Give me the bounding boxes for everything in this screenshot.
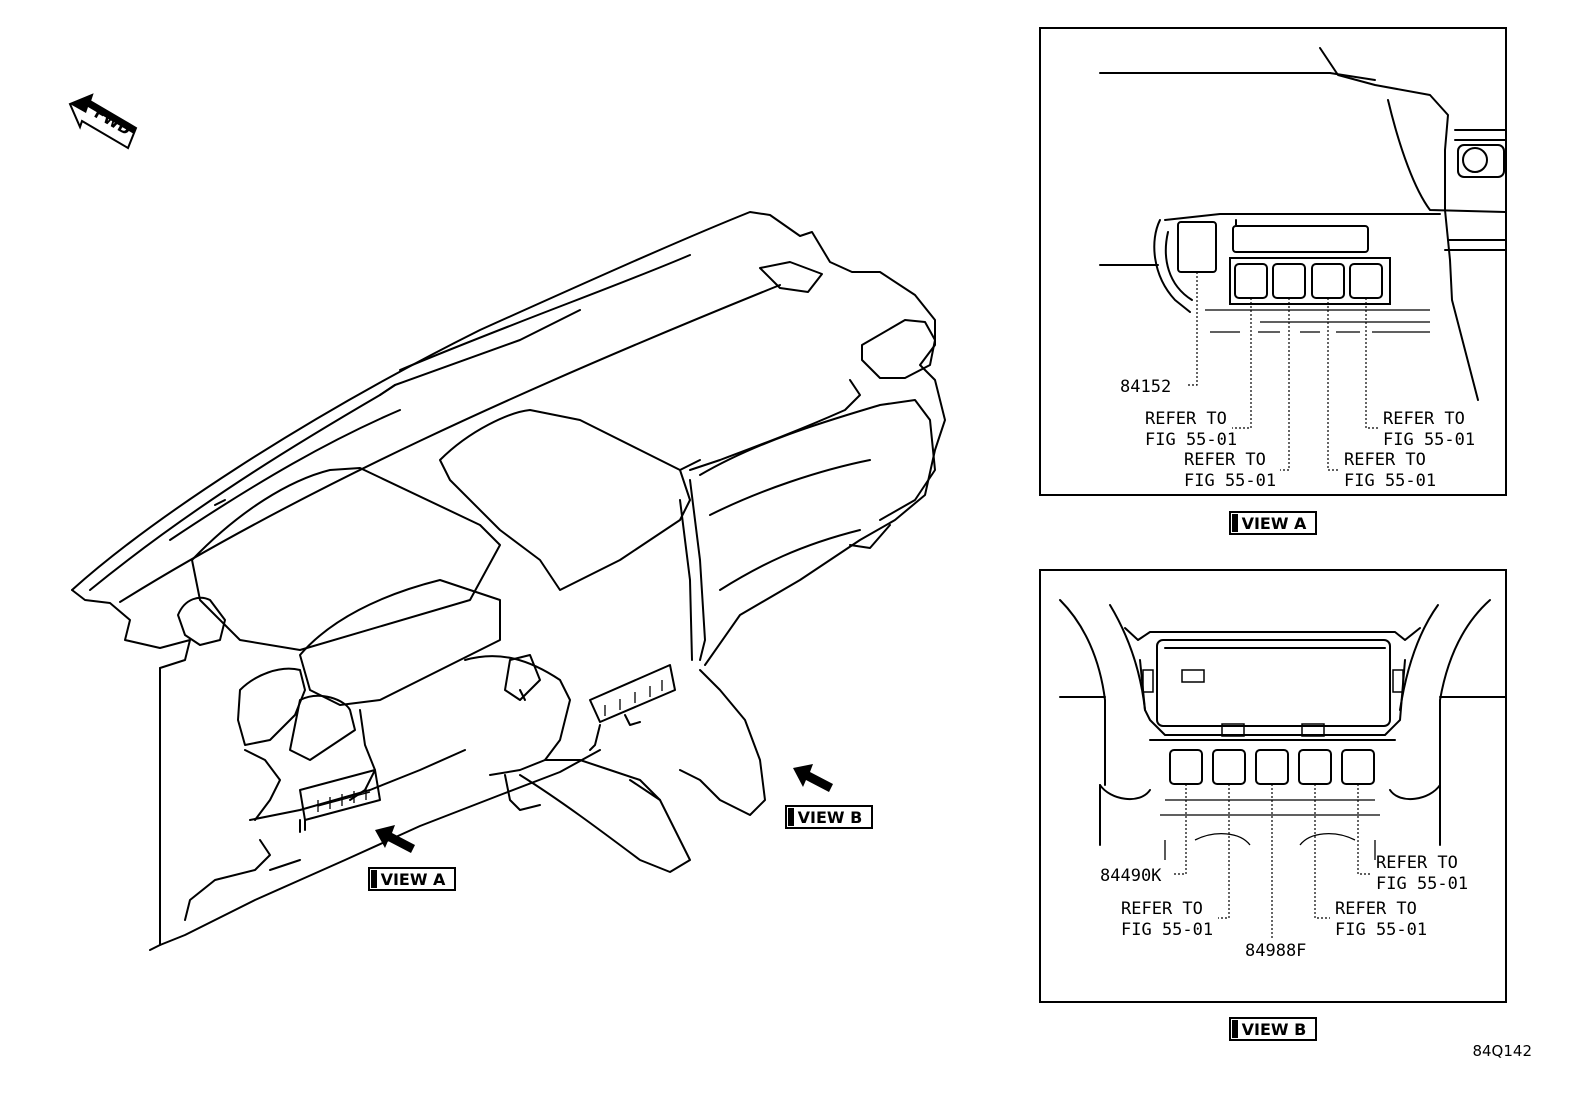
part-number-84152: 84152 xyxy=(1120,377,1171,397)
refer-left-line1: REFER TO xyxy=(1121,899,1203,919)
refer-mid-line2: FIG 55-01 xyxy=(1335,920,1427,940)
view-b-caption-tag: VIEW B xyxy=(1229,1017,1317,1041)
refer-1-line1: REFER TO xyxy=(1145,409,1227,429)
refer-3-line2: FIG 55-01 xyxy=(1344,471,1436,491)
figure-code: 84Q142 xyxy=(1472,1042,1532,1060)
part-number-84988f: 84988F xyxy=(1245,941,1306,961)
view-a-caption-tag: VIEW A xyxy=(1229,511,1317,535)
refer-right-line2: FIG 55-01 xyxy=(1376,874,1468,894)
refer-4-line2: FIG 55-01 xyxy=(1383,430,1475,450)
fwd-arrow-icon: FWD xyxy=(68,93,138,150)
view-a-detail: 84152 REFER TO FIG 55-01 REFER TO FIG 55… xyxy=(1039,27,1507,496)
refer-1-line2: FIG 55-01 xyxy=(1145,430,1237,450)
view-b-tag: VIEW B xyxy=(785,805,873,829)
refer-right-line1: REFER TO xyxy=(1376,853,1458,873)
refer-2-line1: REFER TO xyxy=(1184,450,1266,470)
refer-left-line2: FIG 55-01 xyxy=(1121,920,1213,940)
part-number-84490k: 84490K xyxy=(1100,866,1162,886)
dashboard-illustration xyxy=(71,211,946,951)
view-a-label: VIEW A xyxy=(381,870,446,889)
refer-4-line1: REFER TO xyxy=(1383,409,1465,429)
view-b-detail: 84490K REFER TO FIG 55-01 84988F REFER T… xyxy=(1039,569,1507,1003)
view-b-caption: VIEW B xyxy=(1242,1020,1307,1039)
view-b-pointer xyxy=(793,764,833,792)
refer-mid-line1: REFER TO xyxy=(1335,899,1417,919)
refer-2-line2: FIG 55-01 xyxy=(1184,471,1276,491)
view-a-caption: VIEW A xyxy=(1242,514,1307,533)
view-b-label: VIEW B xyxy=(798,808,863,827)
view-a-tag: VIEW A xyxy=(368,867,456,891)
refer-3-line1: REFER TO xyxy=(1344,450,1426,470)
view-a-pointer xyxy=(375,825,415,853)
